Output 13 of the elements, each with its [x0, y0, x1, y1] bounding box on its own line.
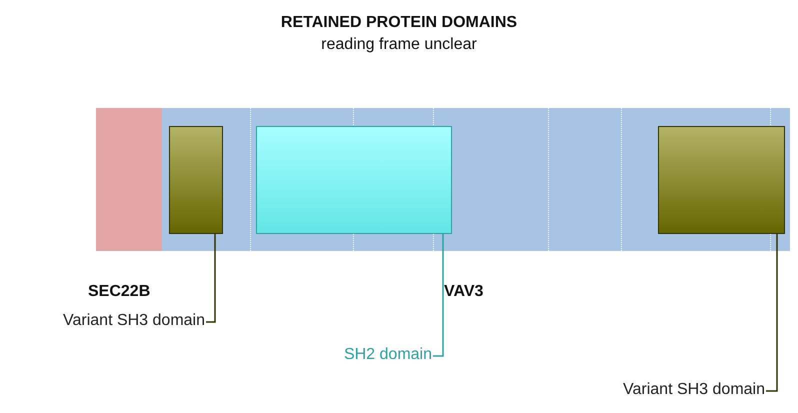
domain-label: SH2 domain	[280, 346, 432, 366]
gene-label: VAV3	[444, 283, 484, 301]
leader-line	[766, 234, 778, 392]
domain-label: Variant SH3 domain	[8, 312, 205, 332]
leader-line	[206, 234, 216, 323]
domain-box	[169, 126, 223, 234]
domain-box	[256, 126, 452, 234]
diagram-title: RETAINED PROTEIN DOMAINS	[280, 14, 518, 32]
gene-label: SEC22B	[88, 283, 150, 301]
leader-line	[433, 234, 444, 357]
subtitle: reading frame unclear	[320, 36, 478, 54]
domain-label: Variant SH3 domain	[560, 381, 765, 401]
domain-box	[658, 126, 785, 234]
